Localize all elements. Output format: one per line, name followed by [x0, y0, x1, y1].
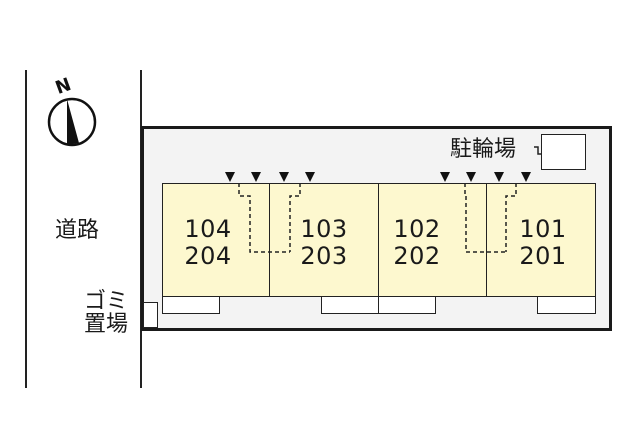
unit-number-floor2: 201 [519, 242, 567, 270]
balcony-slab [378, 296, 436, 314]
entrance-arrow-icon [251, 172, 261, 182]
unit-number-floor2: 204 [184, 242, 232, 270]
unit-number-floor2: 203 [300, 242, 348, 270]
north-arrow-icon [47, 97, 97, 147]
entrance-arrow-icon [279, 172, 289, 182]
road-label: 道路 [55, 218, 100, 243]
unit-label: 103 203 [294, 216, 354, 270]
unit-number-floor1: 101 [519, 215, 567, 243]
unit-label: 104 204 [178, 216, 238, 270]
bicycle-parking-leader [534, 146, 542, 155]
garbage-area-box [143, 302, 158, 328]
entrance-arrow-icon [494, 172, 504, 182]
balcony-slab [537, 296, 596, 314]
entrance-arrow-icon [305, 172, 315, 182]
bicycle-parking-label: 駐輪場 [450, 137, 517, 162]
bicycle-parking-area [541, 134, 586, 170]
garbage-label-line1: ゴミ [84, 289, 129, 314]
entrance-arrow-icon [521, 172, 531, 182]
unit-label: 102 202 [387, 216, 447, 270]
unit-number-floor1: 102 [393, 215, 441, 243]
unit-number-floor1: 104 [184, 215, 232, 243]
unit-102-202 [378, 183, 487, 297]
unit-label: 101 201 [513, 216, 573, 270]
garbage-area-label: ゴミ 置場 [84, 290, 128, 336]
balcony-slab [321, 296, 379, 314]
unit-number-floor1: 103 [300, 215, 348, 243]
entrance-arrow-icon [225, 172, 235, 182]
entrance-arrow-icon [466, 172, 476, 182]
unit-101-201 [486, 183, 596, 297]
garbage-label-line2: 置場 [84, 312, 129, 337]
unit-number-floor2: 202 [393, 242, 441, 270]
balcony-slab [162, 296, 220, 314]
road-left-edge [25, 70, 27, 388]
entrance-arrow-icon [440, 172, 450, 182]
